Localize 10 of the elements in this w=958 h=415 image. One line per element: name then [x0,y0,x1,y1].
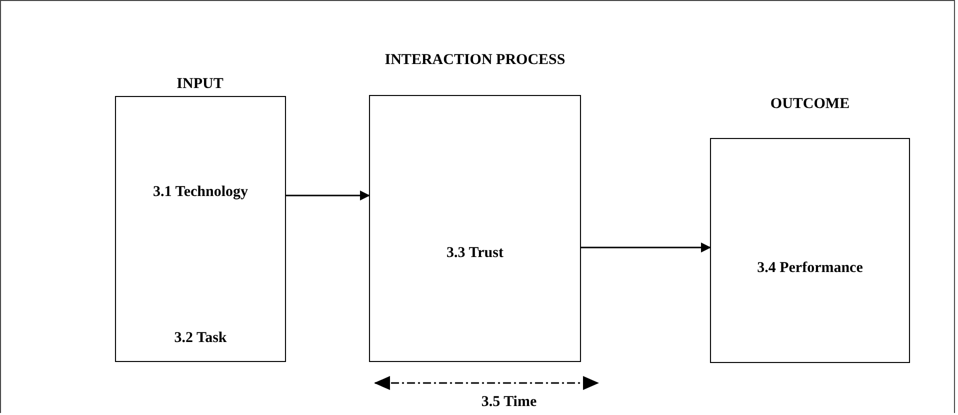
column-heading: INPUT [176,75,224,94]
box-label: 3.4 Performance [756,259,864,277]
arrow [581,242,711,252]
arrow [286,190,370,200]
box-label: 3.2 Task [173,329,228,347]
column-heading: INTERACTION PROCESS [384,51,566,70]
box-label: 3.1 Technology [152,183,250,201]
box-label: 3.3 Trust [446,244,504,262]
column-heading: OUTCOME [769,95,851,114]
duration-label: 3.5 Time [480,393,538,411]
